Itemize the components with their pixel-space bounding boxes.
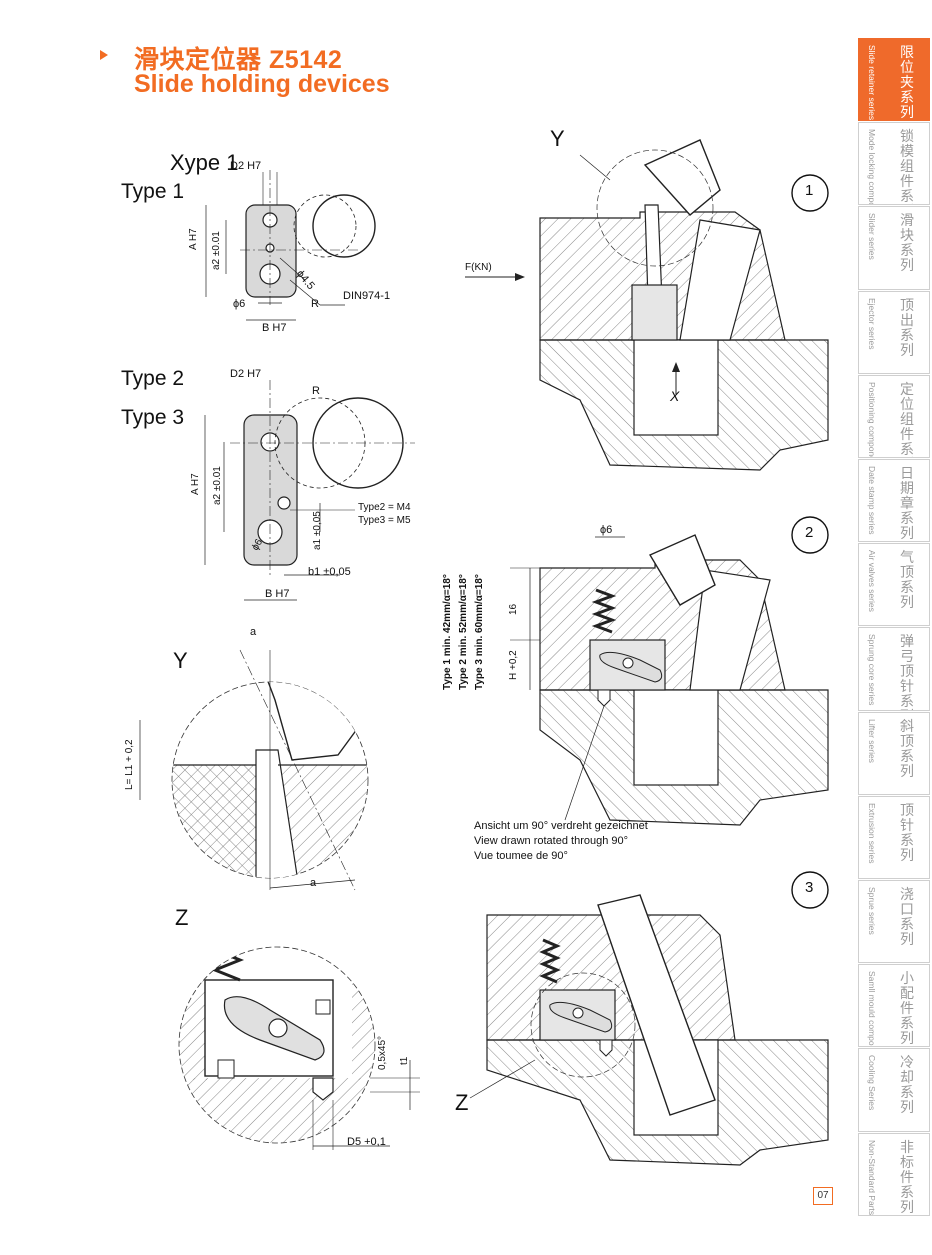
type1-drawing	[205, 170, 376, 321]
label-z-detail: Z	[175, 905, 189, 930]
sidebar-tab-label-en: Sprue series	[867, 887, 877, 935]
sidebar-tab-10[interactable]: Sprue series 浇口系列	[858, 880, 930, 964]
label-a1: a1 ±0,05	[312, 511, 323, 550]
sidebar-tab-label-cn: 斜顶系列	[900, 717, 914, 779]
label-xtype1: Xype 1	[170, 150, 239, 175]
sidebar-tab-label-cn: 顶出系列	[900, 296, 914, 358]
label-a2-type2: a2 ±0.01	[212, 466, 223, 505]
sidebar-tab-11[interactable]: Samll mould components series 小配件系列	[858, 964, 930, 1048]
sidebar-tab-label-cn: 限位夹系列	[900, 44, 914, 120]
section-number-3: 3	[805, 879, 814, 896]
note-view-fr: Vue toumee de 90°	[474, 850, 568, 862]
label-d2h7-type1: D2 H7	[230, 160, 262, 172]
label-type2: Type 2	[121, 367, 185, 390]
sidebar-tab-4[interactable]: Positioning components series 定位组件系列	[858, 374, 930, 458]
label-a2-type1: a2 ±0.01	[211, 231, 222, 270]
label-b1: b1 ±0,05	[308, 566, 351, 578]
sidebar-tab-6[interactable]: Air valves series 气顶系列	[858, 543, 930, 627]
sidebar-tab-13[interactable]: Non-Standard Parts Series 非标件系列	[858, 1132, 930, 1216]
label-phi6-section2: ϕ6	[600, 524, 613, 536]
sidebar-tab-label-cn: 弹弓顶针系列	[900, 633, 914, 710]
sidebar-tab-label-cn: 滑块系列	[900, 212, 914, 274]
sidebar-tab-2[interactable]: Slider series 滑块系列	[858, 206, 930, 290]
sidebar-tab-label-cn: 定位组件系列	[900, 380, 914, 457]
sidebar-tab-12[interactable]: Cooling Series 冷却系列	[858, 1048, 930, 1132]
sidebar-tab-label-en: Slide retainer series	[867, 45, 877, 121]
note-view-de: Ansicht um 90° verdreht gezeichnet	[474, 820, 648, 832]
label-type3: Type 3	[121, 406, 185, 429]
sidebar-tab-5[interactable]: Date stamp series 日期章系列	[858, 459, 930, 543]
label-din974: DIN974-1	[343, 290, 391, 302]
label-type3-min: Type 3 min. 60mm/α=18°	[474, 574, 485, 690]
label-phi6-type1: ϕ6	[233, 298, 246, 310]
section-number-1: 1	[805, 182, 814, 199]
sidebar-tab-label-en: Samll mould components series	[867, 971, 877, 1048]
label-r-type1: R	[311, 298, 319, 310]
sidebar-tab-label-cn: 锁模组件系列	[900, 128, 914, 205]
detail-y	[139, 649, 369, 891]
sidebar-tab-label-cn: 顶针系列	[900, 801, 914, 863]
bullet-arrow-icon	[100, 50, 108, 60]
title-chinese: 滑块定位器 Z5142	[134, 46, 343, 74]
note-view-en: View drawn rotated through 90°	[474, 835, 629, 847]
sidebar-tab-label-en: Non-Standard Parts Series	[867, 1139, 877, 1216]
page-number: 07	[813, 1187, 833, 1205]
label-bh7-type1: B H7	[262, 322, 287, 334]
sidebar-tab-0[interactable]: Slide retainer series 限位夹系列	[858, 38, 930, 122]
sidebar-tab-label-en: Lifter series	[867, 718, 877, 763]
label-type1-min: Type 1 min. 42mm/α=18°	[442, 574, 453, 690]
label-16: 16	[508, 603, 519, 615]
sidebar-tab-label-en: Mode locking component series	[867, 129, 877, 206]
sidebar-tab-label-cn: 气顶系列	[900, 549, 914, 611]
label-t1: t1	[399, 1056, 410, 1065]
label-bh7-type2: B H7	[265, 588, 290, 600]
label-h-plus: H +0,2	[508, 650, 519, 680]
sidebar-tab-8[interactable]: Lifter series 斜顶系列	[858, 711, 930, 795]
sidebar-tab-label-en: Extrusion series	[867, 802, 877, 864]
label-l-equation: L= L1 + 0,2	[124, 739, 135, 790]
sidebar-tab-label-en: Slider series	[867, 213, 877, 261]
label-ah7-type2: A H7	[190, 473, 201, 495]
type23-drawing	[204, 380, 415, 601]
title-english: Slide holding devices	[134, 70, 390, 98]
label-r-type2: R	[312, 385, 320, 397]
sidebar-tab-3[interactable]: Ejector series 顶出系列	[858, 290, 930, 374]
label-type1: Type 1	[121, 180, 185, 203]
label-d5: D5 +0,1	[347, 1136, 386, 1148]
label-chamfer: 0,5x45°	[377, 1035, 388, 1070]
sidebar-tab-label-en: Sprung core series	[867, 634, 877, 706]
sidebar-tab-9[interactable]: Extrusion series 顶针系列	[858, 795, 930, 879]
sidebar-tab-label-cn: 非标件系列	[900, 1138, 914, 1215]
assembly-section-2	[510, 516, 829, 826]
sidebar-tab-label-en: Date stamp series	[867, 466, 877, 535]
sidebar-tab-1[interactable]: Mode locking component series 锁模组件系列	[858, 122, 930, 206]
sidebar-tab-7[interactable]: Sprung core series 弹弓顶针系列	[858, 627, 930, 711]
sidebar-tab-label-en: Cooling Series	[867, 1055, 877, 1111]
label-d2h7-type2: D2 H7	[230, 368, 262, 380]
label-fkn: F(KN)	[465, 262, 492, 273]
category-sidebar: Slide retainer series 限位夹系列 Mode locking c…	[858, 38, 932, 1218]
sidebar-tab-label-en: Air valves series	[867, 550, 877, 613]
label-type2-m4: Type2 = M4	[358, 502, 411, 513]
sidebar-tab-label-en: Ejector series	[867, 297, 877, 350]
label-ah7-type1: A H7	[188, 228, 199, 250]
sidebar-tab-label-cn: 小配件系列	[900, 970, 914, 1047]
label-y-detail: Y	[173, 648, 188, 673]
label-type3-m5: Type3 = M5	[358, 515, 411, 526]
label-y-section1: Y	[550, 126, 565, 151]
assembly-section-1	[465, 139, 829, 471]
assembly-section-3	[469, 871, 829, 1166]
label-z-section3: Z	[455, 1090, 469, 1115]
label-x: X	[670, 388, 680, 404]
label-a-bottom: a	[310, 877, 317, 889]
sidebar-tab-label-cn: 冷却系列	[900, 1054, 914, 1116]
sidebar-tab-label-en: Positioning components series	[867, 381, 877, 458]
section-number-2: 2	[805, 524, 814, 541]
label-type2-min: Type 2 min. 52mm/α=18°	[458, 574, 469, 690]
sidebar-tab-label-cn: 浇口系列	[900, 886, 914, 947]
sidebar-tab-label-cn: 日期章系列	[900, 465, 914, 541]
label-a-top: a	[250, 626, 257, 638]
